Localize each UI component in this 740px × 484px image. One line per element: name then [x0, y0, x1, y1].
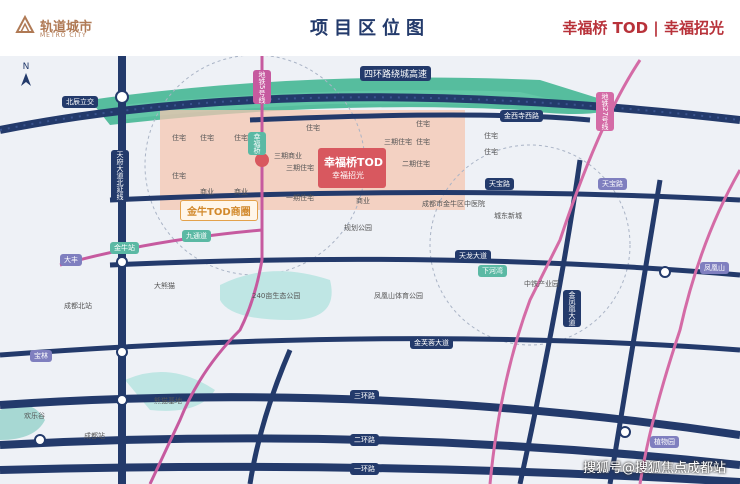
ring2-label: 二环路 [350, 434, 379, 446]
poi-label: 住宅 [306, 124, 320, 132]
station-xingfuqiao: 幸福桥 [248, 132, 266, 155]
poi-label: 规划公园 [344, 224, 372, 232]
poi-label: 二期住宅 [402, 160, 430, 168]
watermark: 搜狐号@搜狐焦点成都站 [582, 461, 726, 476]
ring4-road-label-bg [0, 96, 740, 131]
tod-commercial-label: 金牛TOD商圈 [180, 200, 258, 221]
ring4-label: 四环路绕城高速 [360, 66, 432, 81]
jinxi-road [249, 112, 591, 123]
brand-logo-left: 轨道城市 [14, 14, 92, 36]
jinxi-label: 金西寺西路 [500, 110, 543, 122]
metro5-line [148, 56, 264, 484]
station-dafeng: 大丰 [60, 254, 82, 266]
poi-label: 住宅 [484, 132, 498, 140]
poi-label: 住宅 [484, 148, 498, 156]
node-6 [619, 426, 631, 438]
metro27-line [488, 59, 642, 484]
poi-label: 一期住宅 [286, 194, 314, 202]
poi-label: 住宅 [172, 134, 186, 142]
east-road [607, 179, 663, 484]
node-4 [116, 394, 128, 406]
poi-label: 住宅 [416, 120, 430, 128]
brand-mark-icon [15, 14, 35, 33]
poi-label: 商业 [356, 197, 370, 205]
brand-left-subtitle: METRO CITY [40, 32, 87, 39]
poi-label: 中铁产业园 [524, 280, 559, 288]
metro5-label: 地铁5号线 [253, 70, 271, 105]
station-tiexiang: 植物园 [650, 436, 679, 448]
station-jinfeng: 凤凰山 [700, 262, 729, 274]
project-name: 幸福桥TOD [324, 156, 383, 169]
project-highlight: 幸福桥TOD 幸福招光 [318, 148, 386, 188]
node-7 [34, 434, 46, 446]
metro-other-line [59, 228, 263, 267]
tianlong-label: 天龙大道 [455, 250, 491, 262]
beichen-node [115, 90, 129, 104]
lake-1 [220, 271, 332, 320]
station-xiawan: 下河湾 [478, 265, 507, 277]
poi-label: 城东新城 [494, 212, 522, 220]
page-title: 项目区位图 [310, 18, 430, 39]
poi-label: 成都站 [84, 432, 105, 440]
header-bar: 轨道城市 METRO CITY 项目区位图 幸福桥 TOD | 幸福招光 [0, 0, 740, 56]
beichen-label: 北辰立交 [62, 96, 98, 108]
metro-east-line [638, 169, 740, 484]
north-arrow-icon [21, 73, 31, 86]
poi-label: 商业 [200, 188, 214, 196]
poi-label: 三期住宅 [384, 138, 412, 146]
poi-label: 大熊猫 [154, 282, 175, 290]
project-sub: 幸福招光 [332, 171, 364, 180]
poi-label: 成都市金牛区中医院 [422, 200, 485, 208]
jinfurong-label: 金芙蓉大道 [410, 337, 453, 349]
tianbao-label: 天宝路 [485, 178, 514, 190]
diagonal-road [247, 349, 293, 484]
node-2 [116, 256, 128, 268]
station-jinxiu: 金牛站 [110, 242, 139, 254]
poi-label: 住宅 [416, 138, 430, 146]
poi-label: 商业 [234, 188, 248, 196]
compass: N [18, 62, 34, 91]
ring3-label: 三环路 [350, 390, 379, 402]
station-baolin: 宝林 [30, 350, 52, 362]
location-map [0, 56, 740, 484]
poi-label: 凤凰山体育公园 [374, 292, 423, 300]
jinfurong-road [0, 336, 740, 358]
node-5 [659, 266, 671, 278]
jinfeng-label: 金凤凰大道 [563, 290, 581, 327]
poi-label: 住宅 [200, 134, 214, 142]
station-jiuguan: 九通道 [182, 230, 211, 242]
poi-label: 欢乐谷 [24, 412, 45, 420]
ring1-label: 一环路 [350, 463, 379, 475]
tianfu-north-label: 天府大道北延线 [111, 150, 129, 201]
station-tianbaolu: 天宝路 [598, 178, 627, 190]
project-node [255, 153, 269, 167]
radius-circle-2 [429, 144, 631, 346]
brand-left-text: 轨道城市 [40, 19, 93, 35]
poi-label: 成都北站 [64, 302, 92, 310]
poi-label: 熊猫基地 [154, 397, 182, 405]
tianlong-road [109, 256, 740, 278]
poi-label: 三期商业 [274, 152, 302, 160]
north-label: N [22, 62, 30, 72]
lake-3 [0, 404, 45, 440]
brand-logo-right: 幸福桥 TOD | 幸福招光 [562, 19, 724, 37]
metro27-label: 地铁27号线 [596, 92, 614, 131]
poi-label: 240亩生态公园 [252, 292, 301, 300]
poi-label: 住宅 [234, 134, 248, 142]
poi-label: 住宅 [172, 172, 186, 180]
node-3 [116, 346, 128, 358]
poi-label: 三期住宅 [286, 164, 314, 172]
